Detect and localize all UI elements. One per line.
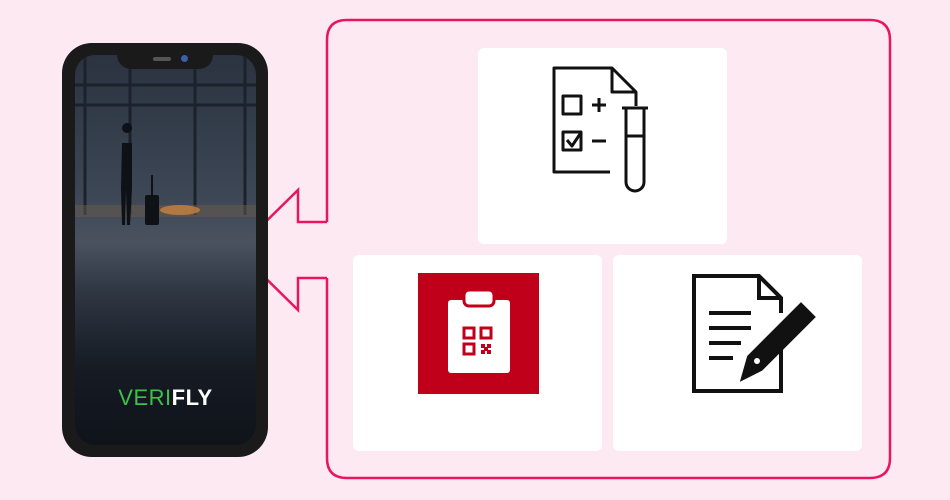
verifly-logo: VERIFLY — [118, 385, 213, 410]
camera-icon — [181, 55, 188, 62]
phone-screen: VERIFLY — [75, 55, 256, 445]
card-sign-document — [613, 255, 862, 451]
lab-test-report-icon — [552, 66, 648, 193]
qr-clipboard-icon — [418, 273, 539, 394]
card-lab-test — [478, 48, 727, 244]
document-signing-icon — [692, 274, 816, 393]
speaker-icon — [153, 57, 171, 61]
frame-outline — [325, 18, 892, 480]
phone-notch — [117, 43, 213, 69]
card-qr-code — [353, 255, 602, 451]
airport-window-image — [75, 55, 256, 225]
